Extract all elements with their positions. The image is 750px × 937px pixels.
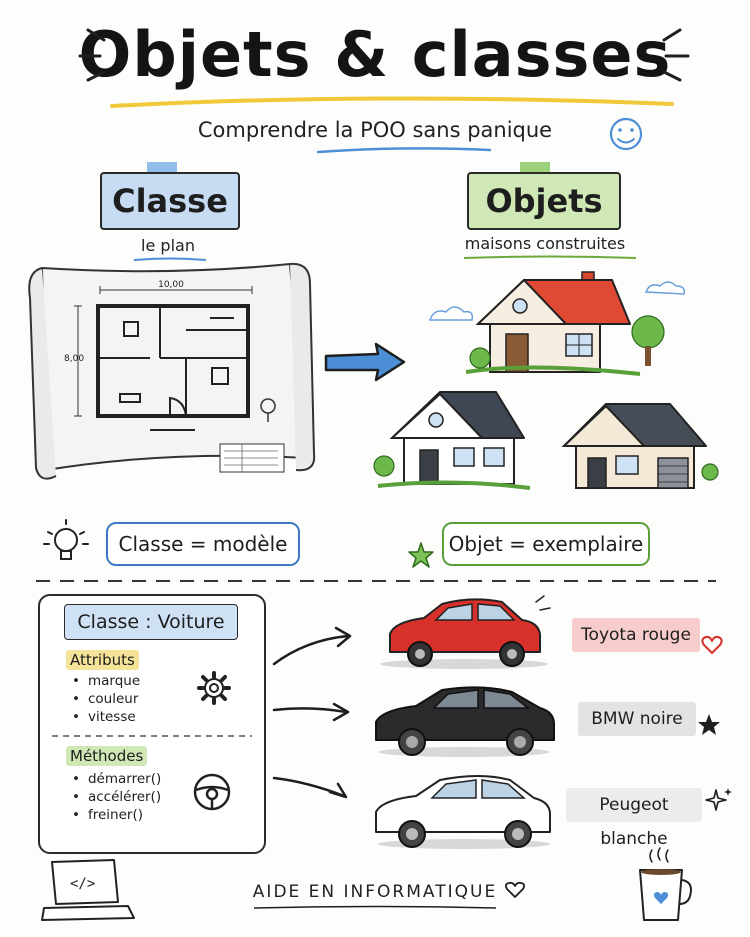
car-white [375,775,551,849]
blueprint-width: 10,00 [158,280,184,290]
sparkle-icon [705,788,732,811]
section-divider [36,580,716,582]
cars-illustration [375,595,555,849]
list-item: vitesse [72,708,140,726]
objects-label: Objets [467,172,621,230]
page-title: Objets & classes [78,18,672,91]
gear-icon [197,671,231,705]
arrow-right-icon [324,342,406,382]
heart-icon [504,881,526,898]
title-decoration [78,28,690,154]
methods-label: Méthodes [66,746,148,766]
svg-text:</>: </> [70,876,95,892]
object-equation: Objet = exemplaire [442,522,650,566]
laptop-icon: </> [41,859,135,921]
lightbulb-icon [43,519,89,560]
instance-arrows [272,626,352,799]
houses-illustration [373,271,719,490]
title-underline [110,96,674,108]
attributes-label: Attributs [66,650,139,670]
car-label-peugeot: Peugeot blanche [566,788,702,849]
blueprint-height: 8,00 [64,354,85,364]
car-label-toyota: Toyota rouge [572,618,700,652]
footer-text: AIDE EN INFORMATIQUE [252,882,498,902]
list-item: couleur [72,690,140,708]
car-black [375,686,555,757]
star-icon [698,714,720,735]
car-red [380,595,551,669]
house-dark-roof [373,391,531,490]
smiley-icon [609,117,643,151]
class-caption: le plan [141,236,195,255]
methods-list: démarrer() accélérer() freiner() [72,770,161,824]
tree-icon [260,398,276,422]
car-class-title: Classe : Voiture [64,604,238,640]
house-red-roof [465,271,665,376]
objects-caption: maisons construites [464,234,626,253]
page-subtitle: Comprendre la POO sans panique [197,118,553,142]
heart-icon [701,635,723,654]
list-item: freiner() [72,806,161,824]
list-item: accélérer() [72,788,161,806]
car-label-bmw: BMW noire [578,702,696,736]
class-equation: Classe = modèle [106,522,300,566]
star-icon [408,542,434,568]
house-garage [561,403,719,489]
blueprint-plan [28,262,316,480]
list-item: démarrer() [72,770,161,788]
class-label: Classe [100,172,240,230]
list-item: marque [72,672,140,690]
steering-wheel-icon [193,773,231,811]
coffee-mug-icon [639,847,692,921]
attributes-list: marque couleur vitesse [72,672,140,726]
